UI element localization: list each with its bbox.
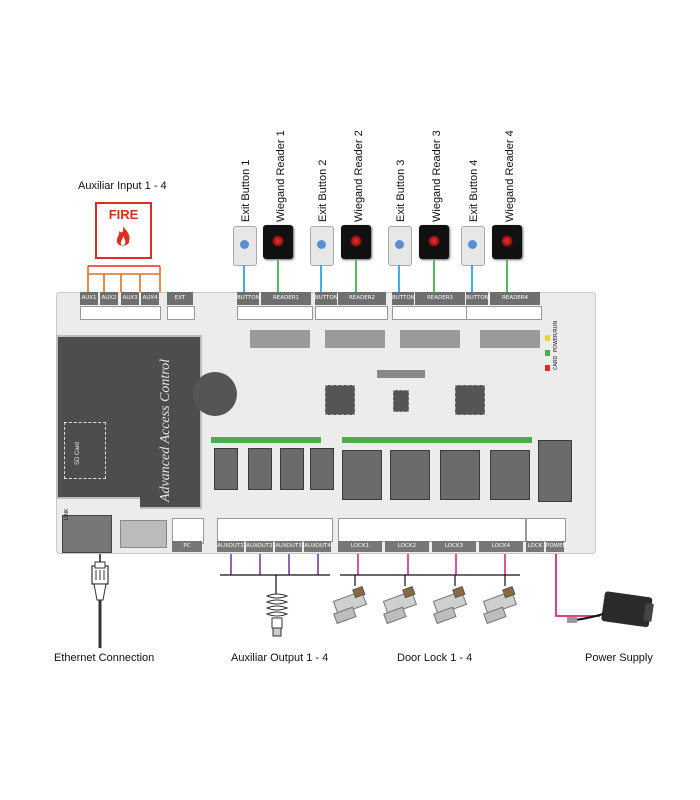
fire-sign: FIRE [95, 202, 152, 259]
chip-mcu [455, 385, 485, 415]
header-button4: BUTTON4 [466, 292, 492, 305]
connector-strip [377, 370, 425, 378]
flame-icon [116, 226, 130, 246]
footer-lock: LOCK [526, 541, 544, 552]
aux-relay-3 [280, 448, 304, 490]
wiegand-reader-3-icon [419, 225, 449, 259]
footer-power: POWER [546, 541, 566, 552]
lock-terminal [338, 518, 526, 542]
footer-lock4: LOCK4 [479, 541, 523, 552]
card-led-label: CARD [553, 355, 559, 370]
header-aux1: AUX1 [80, 292, 98, 305]
wiegand-reader-1-icon [263, 225, 293, 259]
chip-small [393, 390, 409, 412]
exit-button-2-icon [310, 226, 334, 266]
footer-auxout1: AUXOUT1 [217, 541, 244, 552]
header-button3: BUTTON3 [392, 292, 418, 305]
footer-lock1: LOCK1 [338, 541, 382, 552]
ethernet-label: Ethernet Connection [54, 652, 155, 664]
lock-relay-1 [342, 450, 382, 500]
reader4-terminal [466, 306, 542, 320]
wiegand-reader-2-icon [341, 225, 371, 259]
lamp-icon [265, 593, 289, 637]
header-aux3: AUX3 [121, 292, 139, 305]
footer-lock2: LOCK2 [385, 541, 429, 552]
reader3-terminal [392, 306, 467, 320]
chip-cpu [325, 385, 355, 415]
footer-link: LINK [64, 508, 70, 520]
dip-switch[interactable] [120, 520, 167, 548]
sd-card-panel: SD Card [56, 335, 142, 499]
aux-output-label: Auxiliar Output 1 - 4 [231, 652, 329, 664]
header-reader1: READER1 [261, 292, 311, 305]
resistor-array-4 [480, 330, 540, 348]
lock-relay-indicators [342, 437, 532, 443]
lock-relay-2 [390, 450, 430, 500]
ext-terminal [167, 306, 195, 320]
resistor-array-1 [250, 330, 310, 348]
power-run-led-icon [545, 350, 550, 356]
sd-card-label: SD Card [75, 441, 81, 465]
exit-button-1-icon [233, 226, 257, 266]
aux-relay-2 [248, 448, 272, 490]
exit-button-3-icon [388, 226, 412, 266]
header-reader4: READER4 [490, 292, 540, 305]
power-terminal [526, 518, 566, 542]
header-aux4: AUX4 [141, 292, 159, 305]
fault-led-icon [545, 365, 550, 371]
power-supply-label: Power Supply [585, 652, 653, 664]
reader2-terminal [315, 306, 388, 320]
aux-relay-indicators [211, 437, 321, 443]
wiegand-reader-4-icon [492, 225, 522, 259]
lock-relay-3 [440, 450, 480, 500]
door-lock-label: Door Lock 1 - 4 [397, 652, 473, 664]
ethernet-cable-icon [91, 561, 109, 648]
header-button2: BUTTON2 [315, 292, 341, 305]
footer-auxout3: AUXOUT3 [275, 541, 302, 552]
fire-label: FIRE [108, 207, 139, 222]
header-reader3: READER3 [415, 292, 465, 305]
footer-pc: PC [172, 541, 202, 552]
reader1-terminal [237, 306, 313, 320]
card-led-icon [545, 335, 550, 341]
aux-relay-4 [310, 448, 334, 490]
resistor-array-3 [400, 330, 460, 348]
footer-lock3: LOCK3 [432, 541, 476, 552]
resistor-array-2 [325, 330, 385, 348]
auxiliar-input-label: Auxiliar Input 1 - 4 [78, 180, 167, 192]
auxout-terminal [217, 518, 333, 542]
battery-icon [193, 372, 237, 416]
header-button1: BUTTON1 [237, 292, 263, 305]
footer-auxout4: AUXOUT4 [304, 541, 331, 552]
sd-card-slot [64, 422, 106, 479]
header-reader2: READER2 [338, 292, 386, 305]
power-regulator [538, 440, 572, 502]
lock-relay-4 [490, 450, 530, 500]
exit-button-4-icon [461, 226, 485, 266]
header-ext: EXT [167, 292, 193, 305]
title-panel: Advanced Access Control [140, 335, 202, 509]
footer-auxout2: AUXOUT2 [246, 541, 273, 552]
power-run-led-label: POWER/RUN [553, 320, 559, 352]
ethernet-port[interactable] [62, 515, 112, 553]
door-locks-icon [332, 586, 517, 625]
header-aux2: AUX2 [100, 292, 118, 305]
aux-relay-1 [214, 448, 238, 490]
power-supply-icon [567, 591, 654, 628]
aux-input-terminal [80, 306, 161, 320]
board-title: Advanced Access Control [158, 358, 173, 502]
